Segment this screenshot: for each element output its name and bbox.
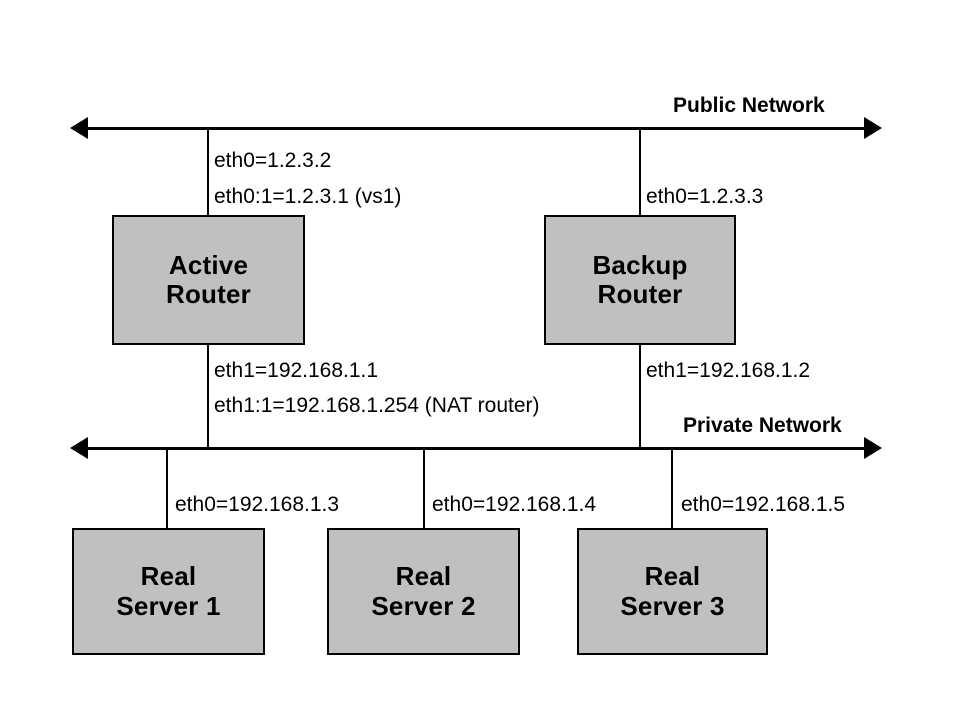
label-backup-router-eth0: eth0=1.2.3.3: [646, 185, 764, 208]
real-server-2-label-line1: Real: [395, 561, 452, 592]
real-server-1-label-line2: Server 1: [116, 590, 221, 621]
label-backup-router-eth1: eth1=192.168.1.2: [646, 359, 811, 382]
label-active-router-eth0-alias: eth0:1=1.2.3.1 (vs1): [214, 185, 402, 208]
link-real-server-2-to-private-network: [423, 448, 425, 530]
link-real-server-3-to-private-network: [671, 448, 673, 530]
node-active-router: Active Router: [112, 215, 305, 345]
label-active-router-eth1: eth1=192.168.1.1: [214, 359, 379, 382]
public-network-right-arrow-icon: [864, 117, 882, 139]
private-network-left-arrow-icon: [70, 437, 88, 459]
link-backup-router-to-private-network: [639, 344, 641, 449]
label-active-router-eth0: eth0=1.2.3.2: [214, 149, 332, 172]
private-network-label: Private Network: [683, 414, 842, 437]
link-active-router-to-public-network: [207, 128, 209, 216]
link-backup-router-to-public-network: [639, 128, 641, 216]
backup-router-label-line2: Router: [597, 279, 683, 309]
private-network-bus-line: [84, 447, 866, 450]
public-network-left-arrow-icon: [70, 117, 88, 139]
active-router-label-line1: Active: [168, 249, 249, 280]
node-real-server-1: Real Server 1: [72, 528, 265, 655]
link-active-router-to-private-network: [207, 344, 209, 449]
real-server-3-label-line2: Server 3: [620, 590, 725, 621]
node-real-server-3: Real Server 3: [577, 528, 768, 655]
label-real-server-1-eth0: eth0=192.168.1.3: [175, 493, 340, 516]
label-active-router-eth1-alias-nat: eth1:1=192.168.1.254 (NAT router): [214, 394, 540, 417]
real-server-1-label-line1: Real: [140, 561, 197, 592]
node-backup-router: Backup Router: [544, 215, 736, 345]
link-real-server-1-to-private-network: [166, 448, 168, 530]
real-server-3-label-line1: Real: [644, 561, 701, 592]
node-real-server-2: Real Server 2: [327, 528, 520, 655]
real-server-2-label-line2: Server 2: [371, 590, 476, 621]
public-network-bus-line: [84, 127, 866, 130]
active-router-label-line2: Router: [166, 279, 251, 309]
backup-router-label-line1: Backup: [592, 249, 688, 280]
private-network-right-arrow-icon: [864, 437, 882, 459]
public-network-label: Public Network: [673, 94, 825, 117]
label-real-server-3-eth0: eth0=192.168.1.5: [681, 493, 846, 516]
label-real-server-2-eth0: eth0=192.168.1.4: [432, 493, 597, 516]
